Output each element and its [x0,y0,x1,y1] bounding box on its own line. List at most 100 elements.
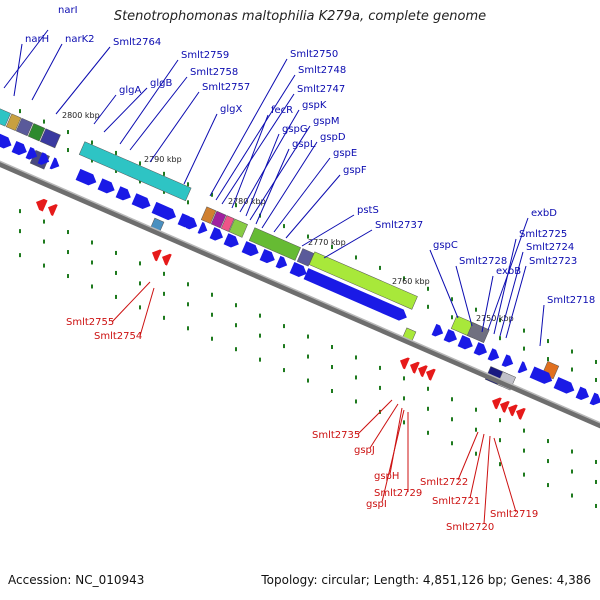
forward-cds-arrow [209,227,224,241]
track-dot [307,234,309,239]
track-dot [523,472,525,477]
track-dot [115,294,117,299]
glg-operon-block [78,141,192,202]
callout-line [323,229,373,259]
track-dot [403,276,405,281]
track-dot [403,420,405,425]
track-dot [475,307,477,312]
forward-cds-arrow [275,255,288,269]
callout-line [493,238,517,335]
callout-line [381,409,405,503]
callout-line [255,148,290,225]
forward-cds-arrow [97,178,115,194]
track-dot [355,375,357,380]
gene-label-top: gspL [292,139,316,150]
track-dot [91,260,93,265]
gene-label-bottom: Smlt2722 [420,477,468,488]
gene-label-top: gspE [333,148,357,159]
feature-block [296,248,315,267]
track-dot [211,192,213,197]
track-dot [475,407,477,412]
gene-label-top: narK2 [65,34,95,45]
track-dot [67,250,69,255]
reverse-cds-arrow [492,397,502,410]
forward-cds-arrow [197,221,208,234]
track-dot [547,483,549,488]
track-dot [427,386,429,391]
gene-label-top: narH [25,34,49,45]
reverse-cds-arrow [500,400,510,413]
track-dot [451,417,453,422]
track-dot [67,130,69,135]
callout-line [249,125,311,221]
track-dot [427,286,429,291]
track-dot [139,281,141,286]
track-dot [523,328,525,333]
gene-label-top: Smlt2747 [297,84,345,95]
callout-line [469,433,485,499]
track-dot [259,357,261,362]
gene-label-top: gspD [320,132,346,143]
callout-line [119,59,179,145]
track-dot [163,171,165,176]
track-dot [211,312,213,317]
track-dot [67,230,69,235]
track-dot [283,224,285,229]
track-dot [523,346,525,351]
feature-block [210,210,227,229]
callout-line [245,133,280,217]
track-dot [547,339,549,344]
gsp-operon-block [308,251,418,310]
reverse-cds-arrow [508,404,518,417]
gene-label-bottom: Smlt2719 [490,509,538,520]
track-dot [571,349,573,354]
tick-label: 2760 kbp [392,277,430,286]
callout-line [13,43,23,97]
forward-cds-arrow [575,386,590,400]
track-dot [355,399,357,404]
track-dot [211,292,213,297]
forward-cds-arrow [75,168,97,186]
reverse-cds-arrow [426,368,436,381]
feature-block [0,107,11,127]
callout-line [493,437,517,513]
track-dot [115,168,117,173]
callout-line [103,87,148,133]
callout-line [481,275,494,333]
reverse-cds-arrow [516,407,526,420]
track-dot [211,336,213,341]
callout-line [93,94,117,125]
track-dot [235,203,237,208]
track-dot [499,418,501,423]
callout-line [457,431,479,481]
gene-label-bottom: Smlt2729 [374,488,422,499]
forward-cds-arrow [241,241,259,257]
callout-line [215,74,296,201]
track-dot [67,148,69,153]
gene-label-top: Smlt2718 [547,295,595,306]
callout-line [261,141,318,229]
track-dot [547,357,549,362]
track-dot [91,240,93,245]
gene-label-top: exbB [496,266,521,277]
forward-cds-arrow [501,354,514,367]
track-dot [139,305,141,310]
track-dot [283,344,285,349]
track-dot [283,324,285,329]
gene-label-top: gspG [282,124,308,135]
callout-line [111,281,151,323]
track-dot [451,397,453,402]
track-dot [307,354,309,359]
reverse-cds-arrow [410,361,420,374]
callout-line [285,174,341,239]
gene-label-top: exbD [531,208,557,219]
forward-cds-arrow [115,186,131,201]
track-dot [307,334,309,339]
track-dot [259,333,261,338]
track-dot [475,451,477,456]
track-dot [595,377,597,382]
feature-block [27,123,46,142]
callout-line [129,76,188,151]
